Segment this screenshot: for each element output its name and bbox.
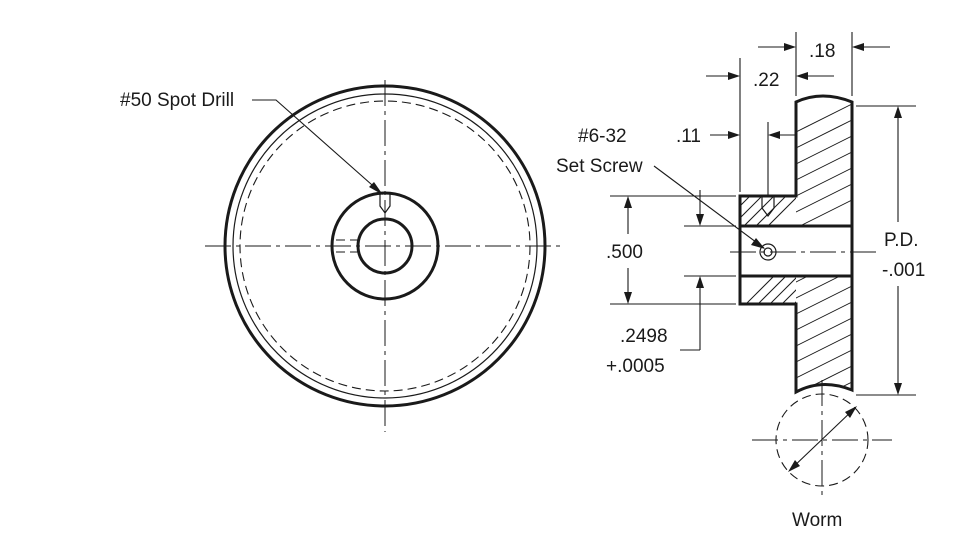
worm-label: Worm bbox=[792, 510, 842, 531]
spot-drill-label: #50 Spot Drill bbox=[120, 90, 234, 111]
gear-pitch-circle-hidden bbox=[239, 100, 531, 392]
worm-diameter-line bbox=[789, 407, 856, 471]
set-screw-label: Set Screw bbox=[556, 156, 643, 177]
bore-section bbox=[740, 226, 852, 276]
gear-root-circle bbox=[232, 93, 538, 399]
dim-rim-width-arrow-left bbox=[784, 43, 796, 51]
dim-pitch-diameter: P.D. bbox=[884, 230, 919, 251]
dim-hub-offset-arrow-right bbox=[768, 131, 780, 139]
bore-circle bbox=[356, 217, 414, 275]
set-screw-leader-arrow bbox=[751, 238, 765, 249]
spot-drill-leader-arrow bbox=[369, 182, 383, 195]
dim-hub-dia-arrow-bottom bbox=[624, 292, 632, 304]
side-section-view: #6-32 Set Screw .18 .22 .11 .500 bbox=[556, 32, 925, 531]
spot-drill-section-mark bbox=[761, 196, 775, 217]
set-screw-hole-hidden bbox=[336, 239, 358, 253]
dim-pd-tolerance: -.001 bbox=[882, 260, 925, 281]
dim-hub-diameter: .500 bbox=[606, 242, 643, 263]
dim-hub-offset-arrow-left bbox=[728, 131, 740, 139]
dim-rim-width: .18 bbox=[809, 41, 835, 62]
spot-drill-leader bbox=[252, 99, 381, 193]
dim-bore-arrow-bottom bbox=[696, 276, 704, 288]
dim-bore-diameter: .2498 bbox=[620, 326, 668, 347]
dim-hub-dia-arrow-top bbox=[624, 196, 632, 208]
gear-section-outline bbox=[738, 94, 854, 395]
dim-rim-width-arrow-right bbox=[852, 43, 864, 51]
worm-dia-arrow-b bbox=[845, 406, 857, 418]
front-view: #50 Spot Drill bbox=[120, 80, 565, 432]
gear-outer-circle bbox=[223, 84, 547, 408]
dim-bore-tolerance: +.0005 bbox=[606, 356, 665, 377]
worm-dia-arrow-a bbox=[788, 460, 800, 472]
dim-hub-length-arrow-left bbox=[728, 72, 740, 80]
hub-circle bbox=[330, 191, 440, 301]
spot-drill-mark bbox=[379, 194, 391, 215]
dim-pd-arrow-bottom bbox=[894, 383, 902, 395]
dim-hub-length: .22 bbox=[753, 70, 779, 91]
dim-hub-offset: .11 bbox=[676, 126, 701, 147]
set-screw-size-label: #6-32 bbox=[578, 126, 627, 147]
set-screw-leader bbox=[653, 165, 765, 249]
dim-pd-arrow-top bbox=[894, 106, 902, 118]
dim-bore-arrow-top bbox=[696, 214, 704, 226]
dim-hub-length-arrow-right bbox=[796, 72, 808, 80]
